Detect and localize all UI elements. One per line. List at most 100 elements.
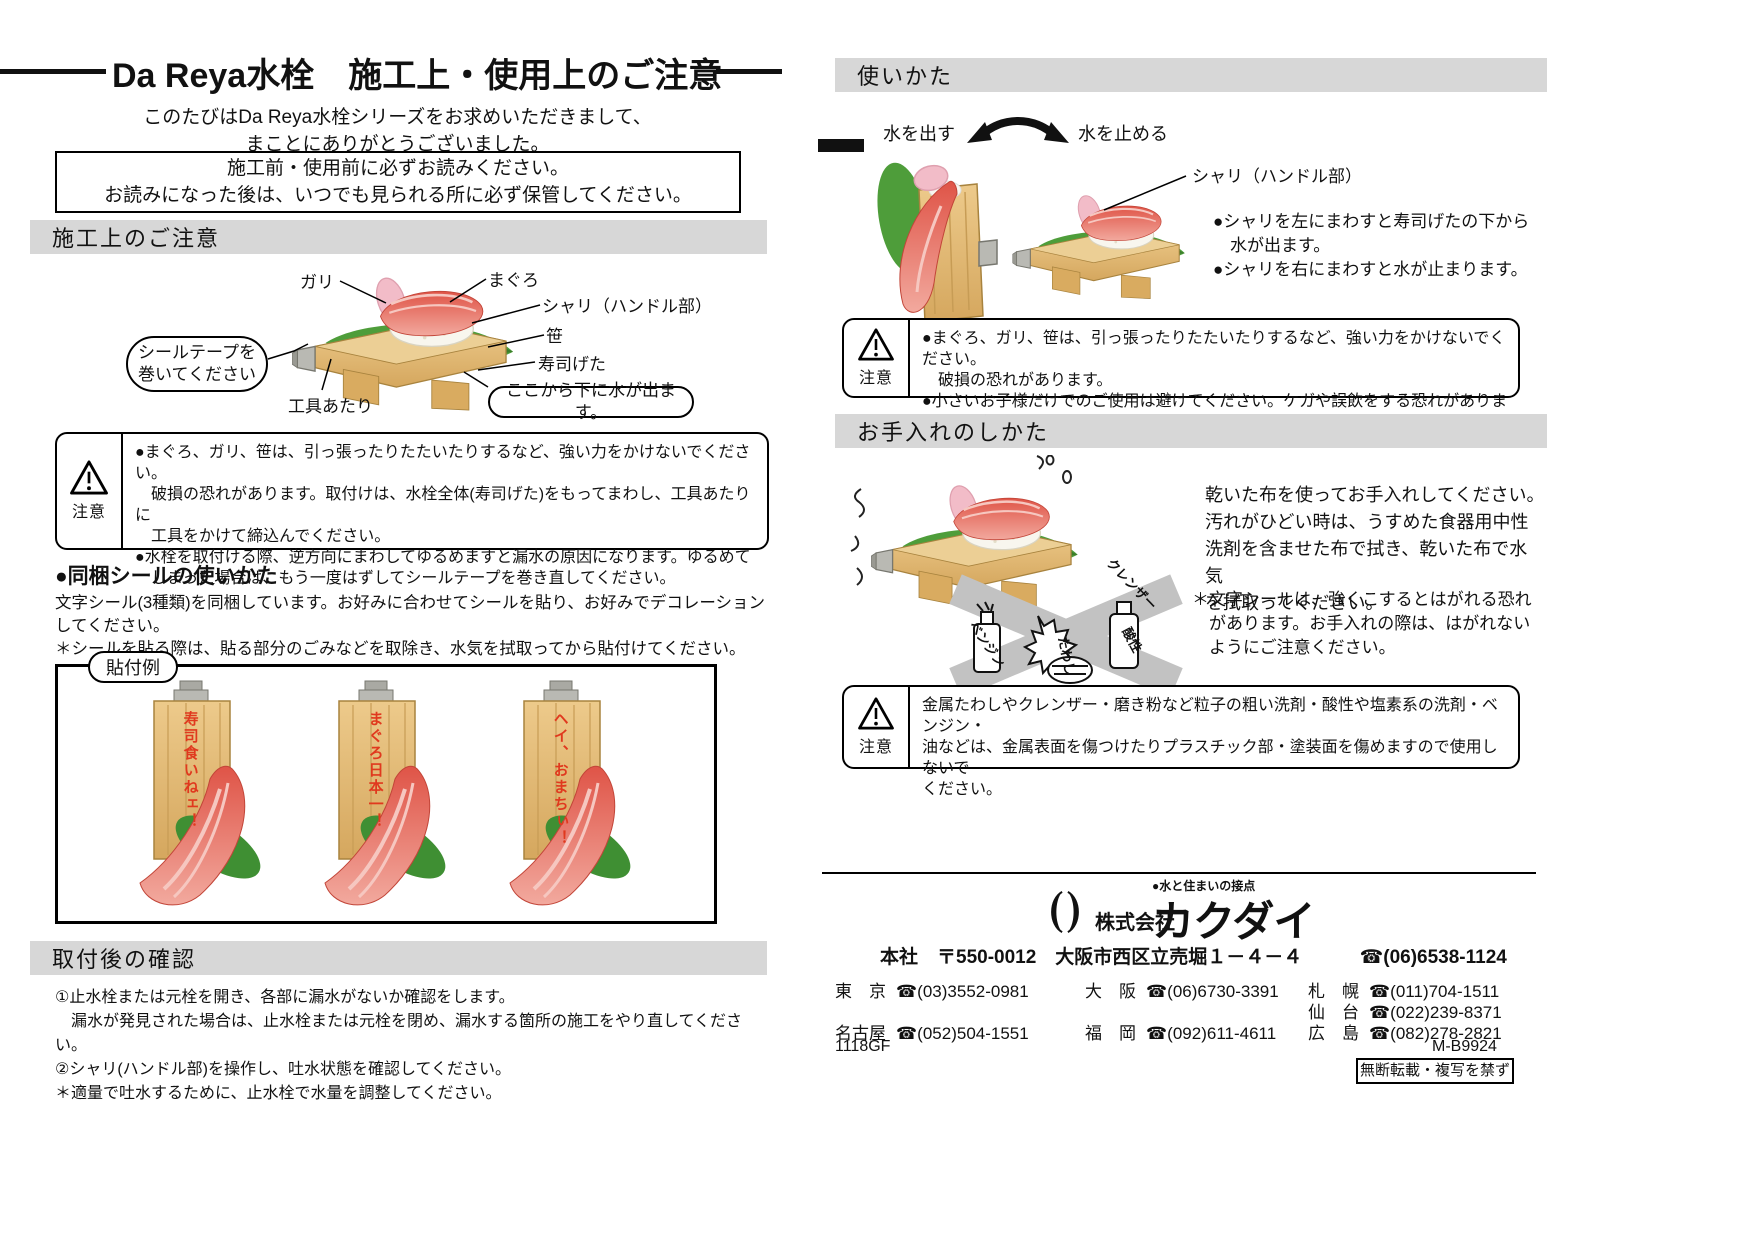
section-care-title: お手入れのしかた — [857, 420, 1050, 445]
section-check-header: 取付後の確認 — [30, 941, 767, 975]
branch-nagoya: 名古屋☎(052)504-1551 — [835, 1024, 1029, 1043]
warning-icon — [858, 328, 894, 361]
use-caution-icon-cell: 注意 — [844, 320, 910, 396]
kakudai-logo-mark — [1051, 891, 1079, 933]
install-caution-text: ●まぐろ、ガリ、笹は、引っ張ったりたたいたりするなど、強い力をかけないでください… — [123, 434, 767, 587]
care-note-line-0: ＊文字シールは、強くこするとはがれる恐れ — [1192, 590, 1532, 609]
intro-text-line-0: このたびはDa Reya水栓シリーズをお求めいただきまして、 — [143, 107, 652, 128]
use-bullets-line-1: 水が出ます。 — [1213, 236, 1331, 255]
care-caution-text-line-0: 金属たわしやクレンザー・磨き粉など粒子の粗い洗剤・酸性や塩素系の洗剤・ベンジン・ — [922, 697, 1498, 735]
install-caution-label: 注意 — [71, 504, 106, 521]
label-use-shari: シャリ（ハンドル部） — [1192, 167, 1362, 186]
label-maguro: まぐろ — [488, 271, 539, 290]
use-caution-label: 注意 — [858, 370, 893, 387]
care-sushi-illustration — [850, 455, 1079, 611]
warning-icon — [70, 460, 108, 495]
page-title: Da Reya水栓 施工上・使用上のご注意 — [112, 57, 723, 95]
rotate-arrow-icon — [967, 117, 1069, 143]
care-text-line-1: 汚れがひどい時は、うすめた食器用中性 — [1205, 512, 1529, 532]
use-caution-text: ●まぐろ、ガリ、笹は、引っ張ったりたたいたりするなど、強い力をかけないでください… — [910, 320, 1518, 431]
sticker-board-1: 寿司食いねェ！ — [116, 679, 266, 919]
doc-number: M-B9924 — [1432, 1038, 1497, 1055]
section-care-header: お手入れのしかた — [835, 414, 1547, 448]
care-text-line-2: 洗剤を含ませた布で拭き、乾いた布で水気 — [1205, 539, 1528, 586]
label-geta: 寿司げた — [538, 355, 606, 374]
intro-text-line-1: まことにありがとうございました。 — [245, 134, 550, 155]
label-water-close: 水を止める — [1078, 124, 1168, 144]
company-name: カクダイ — [1152, 898, 1315, 945]
label-water-open: 水を出す — [883, 124, 955, 144]
seal-tape-line1: シールテープを — [138, 343, 256, 362]
check-list-line-3: ＊適量で吐水するために、止水栓で水量を調整してください。 — [55, 1085, 502, 1102]
water-out-label: ここから下に水が出ます。 — [506, 381, 676, 422]
install-caution-icon-cell: 注意 — [57, 434, 123, 548]
cleaning-products-doodle — [973, 601, 1139, 684]
use-caution-text-line-1: 破損の恐れがあります。 — [922, 372, 1113, 389]
use-callout-line — [1103, 175, 1187, 211]
read-first-box-line-1: お読みになった後は、いつでも見られる所に必ず保管してください。 — [104, 185, 692, 206]
seal-usage-heading: ●同梱シールの使いかた — [55, 565, 278, 588]
sticker-text-3: ヘイ、おまちぃ！ — [551, 711, 569, 847]
seal-tape-line2: 巻いてください — [138, 365, 256, 384]
seal-usage-text-line-0: 文字シール(3種類)を同梱しています。お好みに合わせてシールを貼り、お好みでデコ… — [55, 594, 766, 612]
install-caution-text-line-3: ●水栓を取付ける際、逆方向にまわしてゆるめますと漏水の原因になります。ゆるめて — [135, 549, 751, 566]
footer-rule — [822, 872, 1536, 874]
use-bullets-line-0: ●シャリを左にまわすと寿司げたの下から — [1213, 212, 1530, 231]
care-caution-label: 注意 — [858, 739, 893, 756]
care-note-line-1: があります。お手入れの際は、はがれない — [1192, 614, 1531, 633]
use-bullets: ●シャリを左にまわすと寿司げたの下から 水が出ます。 ●シャリを右にまわすと水が止… — [1213, 210, 1543, 282]
care-caution-box: 注意 金属たわしやクレンザー・磨き粉など粒子の粗い洗剤・酸性や塩素系の洗剤・ベン… — [842, 685, 1520, 798]
footer-tagline: ●水と住まいの接点 — [1152, 879, 1256, 893]
check-list-line-2: ②シャリ(ハンドル部)を操作し、吐水状態を確認してください。 — [55, 1061, 512, 1078]
use-caution-text-line-0: ●まぐろ、ガリ、笹は、引っ張ったりたたいたりするなど、強い力をかけないでください… — [922, 330, 1506, 368]
branch-fukuoka: 福 岡☎(092)611-4611 — [1085, 1024, 1277, 1043]
seal-usage-text-line-2: ＊シールを貼る際は、貼る部分のごみなどを取除き、水気を拭取ってから貼付けてくださ… — [55, 640, 746, 658]
branch-tokyo: 東 京☎(03)3552-0981 — [835, 982, 1029, 1001]
label-shari: シャリ（ハンドル部） — [542, 297, 712, 316]
title-dash-left — [0, 69, 106, 74]
care-caution-icon-cell: 注意 — [844, 687, 910, 767]
check-list: ①止水栓または元栓を開き、各部に漏水がないか確認をします。 漏水が発見された場合… — [55, 986, 767, 1106]
branch-osaka: 大 阪☎(06)6730-3391 — [1085, 982, 1279, 1001]
label-gari: ガリ — [300, 273, 334, 292]
care-caution-text-line-1: 油などは、金属表面を傷つけたりプラスチック部・塗装面を傷めますので使用しないで — [922, 739, 1498, 777]
head-office-tel: ☎(06)6538-1124 — [1359, 947, 1507, 968]
care-note-line-2: ようにご注意ください。 — [1192, 638, 1396, 657]
sticker-text-2: まぐろ日本一！ — [366, 711, 384, 830]
water-out-bubble: ここから下に水が出ます。 — [488, 381, 694, 422]
section-use-header: 使いかた — [835, 58, 1547, 92]
print-code: 1118GF — [835, 1038, 891, 1055]
section-install-title: 施工上のご注意 — [52, 226, 221, 251]
seal-tape-bubble: シールテープを 巻いてください — [126, 336, 268, 392]
care-text-line-3: を拭取ってください。 — [1205, 593, 1384, 613]
install-caution-text-line-0: ●まぐろ、ガリ、笹は、引っ張ったりたたいたりするなど、強い力をかけないでください… — [135, 444, 751, 482]
care-caution-text-line-2: ください。 — [922, 781, 1003, 798]
use-bullets-line-2: ●シャリを右にまわすと水が止まります。 — [1213, 260, 1528, 279]
intro-text: このたびはDa Reya水栓シリーズをお求めいただきまして、まことにありがとうご… — [30, 104, 765, 158]
copyright-box: 無断転載・複写を禁ず — [1356, 1058, 1514, 1084]
read-first-box: 施工前・使用前に必ずお読みください。お読みになった後は、いつでも見られる所に必ず… — [55, 151, 741, 213]
install-caution-text-line-1: 破損の恐れがあります。取付けは、水栓全体(寿司げた)をもってまわし、工具あたりに — [135, 486, 751, 524]
sticker-board-2: まぐろ日本一！ — [301, 679, 451, 919]
label-tool: 工具あたり — [288, 397, 373, 416]
care-caution-text: 金属たわしやクレンザー・磨き粉など粒子の粗い洗剤・酸性や塩素系の洗剤・ベンジン・… — [910, 687, 1518, 798]
install-caution-text-line-4: しまった場合は、もう一度はずしてシールテープを巻き直してください。 — [135, 570, 676, 587]
read-first-box-line-0: 施工前・使用前に必ずお読みください。 — [226, 158, 569, 179]
care-note: ＊文字シールは、強くこするとはがれる恐れ があります。お手入れの際は、はがれない… — [1192, 588, 1542, 660]
title-dash-right — [716, 69, 782, 74]
seal-usage-text-line-1: してください。 — [55, 617, 170, 635]
sticker-example-box: 貼付例 寿司食いねェ！ まぐろ日本一！ ヘイ、おまちぃ！ — [55, 651, 717, 924]
branch-hiroshima: 広 島☎(082)278-2821 — [1308, 1024, 1502, 1043]
seal-usage-text: 文字シール(3種類)を同梱しています。お好みに合わせてシールを貼り、お好みでデコ… — [55, 592, 767, 661]
branch-sendai: 仙 台☎(022)239-8371 — [1308, 1003, 1502, 1022]
page-edge-mark — [818, 139, 864, 152]
section-install-header: 施工上のご注意 — [30, 220, 767, 254]
head-office-address: 本社 〒550-0012 大阪市西区立売堀１－４－４ — [880, 947, 1303, 968]
install-caution-box: 注意 ●まぐろ、ガリ、笹は、引っ張ったりたたいたりするなど、強い力をかけないでく… — [55, 432, 769, 587]
section-use-title: 使いかた — [857, 64, 954, 89]
head-office-line: 本社 〒550-0012 大阪市西区立売堀１－４－４ ☎(06)6538-112… — [880, 942, 1507, 969]
sticker-example-label: 貼付例 — [88, 651, 178, 683]
forbidden-cleaners-illustration: ベンジン たわし 酸性 クレンザー — [949, 556, 1183, 702]
sticker-board-3: ヘイ、おまちぃ！ — [486, 679, 636, 919]
